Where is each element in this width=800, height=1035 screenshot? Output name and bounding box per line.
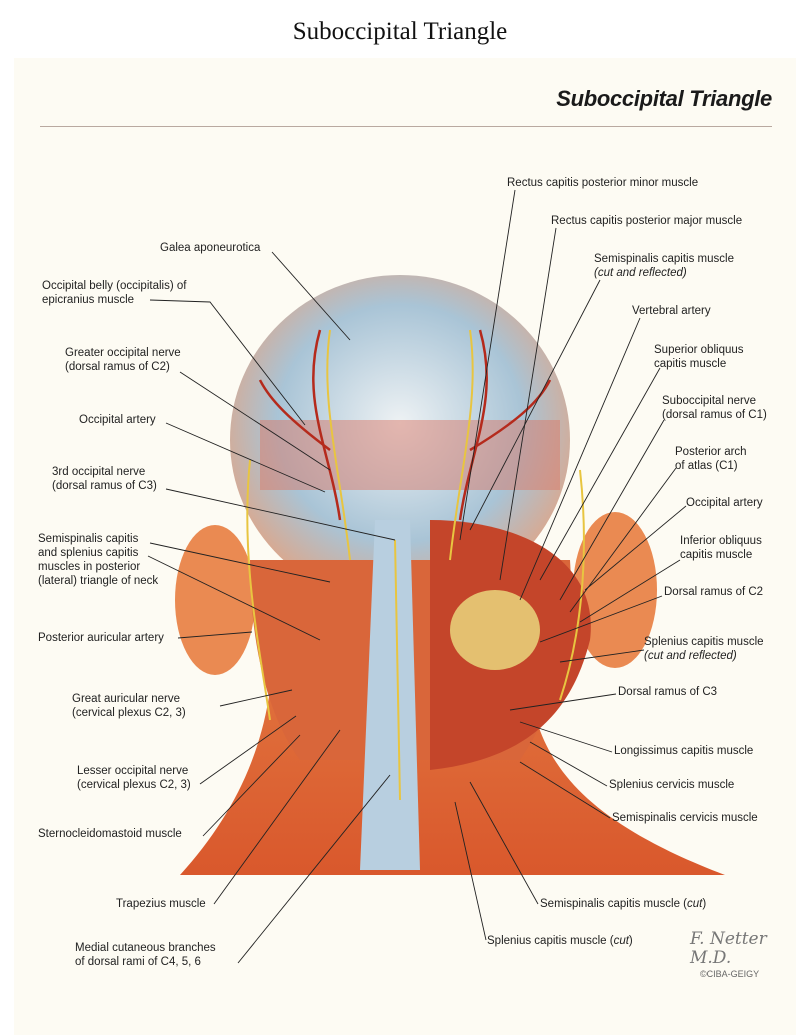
label-note: cut <box>613 935 629 947</box>
label-semispinalis-cervicis: Semispinalis cervicis muscle <box>612 811 758 825</box>
label-line: ) <box>628 935 633 947</box>
label-line: Posterior auricular artery <box>38 632 164 644</box>
label-line: Occipital belly (occipitalis) of <box>42 280 187 292</box>
label-line: Semispinalis capitis <box>38 533 139 545</box>
label-line: Splenius capitis muscle ( <box>487 935 614 947</box>
label-line: Greater occipital nerve <box>65 347 181 359</box>
suboccipital-triangle <box>450 590 540 670</box>
signature-copyright: ©CIBA-GEIGY <box>700 969 760 980</box>
label-line: Sternocleidomastoid muscle <box>38 828 182 840</box>
label-occipital-belly: Occipital belly (occipitalis) of epicrani… <box>42 279 186 307</box>
label-sternocleidomastoid: Sternocleidomastoid muscle <box>38 827 182 841</box>
label-third-occipital-nerve: 3rd occipital nerve (dorsal ramus of C3) <box>52 465 157 493</box>
label-line: Splenius cervicis muscle <box>609 779 735 791</box>
plate-title: Suboccipital Triangle <box>556 86 772 111</box>
label-line: epicranius muscle <box>42 294 135 306</box>
label-line: of atlas (C1) <box>675 460 738 472</box>
label-occipital-artery-left: Occipital artery <box>79 413 156 427</box>
label-line: Posterior arch <box>675 446 747 458</box>
label-line: Lesser occipital nerve <box>77 765 189 777</box>
label-line: Rectus capitis posterior major muscle <box>551 215 743 227</box>
label-line: capitis muscle <box>654 358 727 370</box>
label-semispinalis-splenius-posterior-triangle: Semispinalis capitis and splenius capitis… <box>38 532 158 588</box>
label-line: Semispinalis capitis muscle <box>594 253 734 265</box>
label-trapezius: Trapezius muscle <box>116 897 206 911</box>
artist-signature: F. Netter M.D. ©CIBA-GEIGY <box>690 930 790 980</box>
label-inferior-obliquus: Inferior obliquus capitis muscle <box>680 534 762 562</box>
label-semispinalis-capitis-cut: Semispinalis capitis muscle (cut) <box>540 897 706 911</box>
label-line: Semispinalis cervicis muscle <box>612 812 758 824</box>
right-ear <box>573 512 657 668</box>
label-line: Longissimus capitis muscle <box>614 745 754 757</box>
label-line: (dorsal ramus of C3) <box>52 480 157 492</box>
label-line: Suboccipital nerve <box>662 395 756 407</box>
label-lesser-occipital-nerve: Lesser occipital nerve (cervical plexus C… <box>77 764 191 792</box>
label-line: Inferior obliquus <box>680 535 762 547</box>
label-splenius-capitis-cut: Splenius capitis muscle (cut) <box>487 934 633 948</box>
occipital-muscle-band <box>260 420 560 490</box>
signature-text: F. Netter M.D. <box>690 929 767 968</box>
label-note: cut <box>687 898 703 910</box>
label-vertebral-artery: Vertebral artery <box>632 304 711 318</box>
label-line: Vertebral artery <box>632 305 711 317</box>
label-galea-aponeurotica: Galea aponeurotica <box>160 241 260 255</box>
ligamentum-nuchae <box>360 520 420 870</box>
label-occipital-artery-right: Occipital artery <box>686 496 763 510</box>
label-splenius-cervicis: Splenius cervicis muscle <box>609 778 734 792</box>
label-line: Occipital artery <box>686 497 763 509</box>
label-line: capitis muscle <box>680 549 753 561</box>
label-line: and splenius capitis <box>38 547 139 559</box>
label-line: (cervical plexus C2, 3) <box>72 707 186 719</box>
label-line: (lateral) triangle of neck <box>38 575 159 587</box>
title-rule <box>40 126 772 127</box>
label-line: 3rd occipital nerve <box>52 466 146 478</box>
label-line: Rectus capitis posterior minor muscle <box>507 177 699 189</box>
label-line: Dorsal ramus of C3 <box>618 686 718 698</box>
label-line: Dorsal ramus of C2 <box>664 586 764 598</box>
label-line: Great auricular nerve <box>72 693 181 705</box>
label-longissimus-capitis: Longissimus capitis muscle <box>614 744 753 758</box>
label-note: (cut and reflected) <box>594 267 687 279</box>
label-line: Semispinalis capitis muscle ( <box>540 898 687 910</box>
label-note: (cut and reflected) <box>644 650 737 662</box>
label-posterior-auricular-artery: Posterior auricular artery <box>38 631 164 645</box>
label-line: Splenius capitis muscle <box>644 636 764 648</box>
label-posterior-arch-atlas: Posterior arch of atlas (C1) <box>675 445 747 473</box>
label-line: Medial cutaneous branches <box>75 942 216 954</box>
left-ear <box>175 525 255 675</box>
label-line: Occipital artery <box>79 414 156 426</box>
label-line: of dorsal rami of C4, 5, 6 <box>75 956 201 968</box>
label-suboccipital-nerve: Suboccipital nerve (dorsal ramus of C1) <box>662 394 767 422</box>
label-semispinalis-capitis-reflected: Semispinalis capitis muscle (cut and refl… <box>594 252 734 280</box>
label-line: Galea aponeurotica <box>160 242 261 254</box>
label-line: muscles in posterior <box>38 561 141 573</box>
label-line: Superior obliquus <box>654 344 744 356</box>
label-line: ) <box>702 898 707 910</box>
label-medial-cutaneous-branches: Medial cutaneous branches of dorsal rami … <box>75 941 216 969</box>
label-line: (cervical plexus C2, 3) <box>77 779 191 791</box>
label-dorsal-ramus-c2: Dorsal ramus of C2 <box>664 585 763 599</box>
label-greater-occipital-nerve: Greater occipital nerve (dorsal ramus of … <box>65 346 181 374</box>
leader-lines <box>147 189 687 964</box>
label-line: (dorsal ramus of C1) <box>662 409 767 421</box>
page-title: Suboccipital Triangle <box>292 18 508 45</box>
label-rectus-minor: Rectus capitis posterior minor muscle <box>507 176 698 190</box>
label-superior-obliquus: Superior obliquus capitis muscle <box>654 343 744 371</box>
arteries <box>258 329 552 521</box>
label-splenius-capitis-reflected: Splenius capitis muscle (cut and reflecte… <box>644 635 764 663</box>
label-great-auricular-nerve: Great auricular nerve (cervical plexus C2… <box>72 692 186 720</box>
label-line: (dorsal ramus of C2) <box>65 361 170 373</box>
label-line: Trapezius muscle <box>116 898 206 910</box>
label-rectus-major: Rectus capitis posterior major muscle <box>551 214 742 228</box>
label-dorsal-ramus-c3: Dorsal ramus of C3 <box>618 685 717 699</box>
